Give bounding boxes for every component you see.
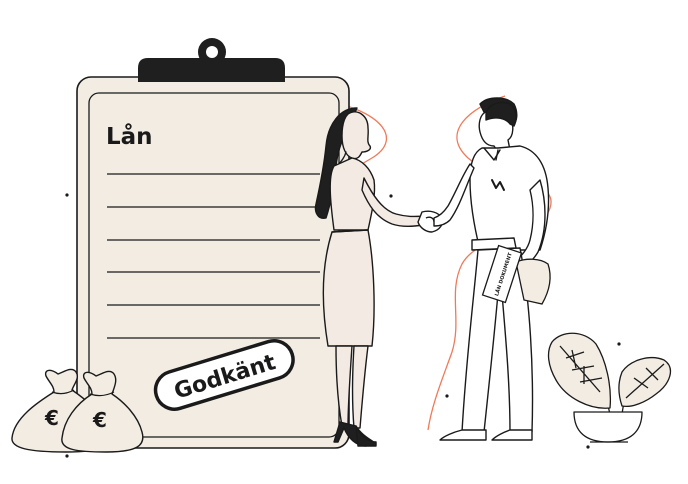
potted-plant — [547, 332, 672, 443]
document-lines — [107, 173, 320, 339]
man-figure — [433, 97, 550, 441]
clipboard-clip — [138, 38, 285, 82]
decorative-dots — [65, 193, 621, 458]
clipboard: Godkänt — [76, 38, 350, 449]
euro-icon: € — [92, 408, 107, 432]
clipboard-title: Lån — [106, 124, 153, 150]
loan-document-folder: LÅN DOKUMENT — [481, 244, 551, 305]
euro-icon: € — [44, 406, 59, 430]
money-bag-front: € — [61, 370, 144, 453]
woman-figure — [314, 107, 431, 447]
